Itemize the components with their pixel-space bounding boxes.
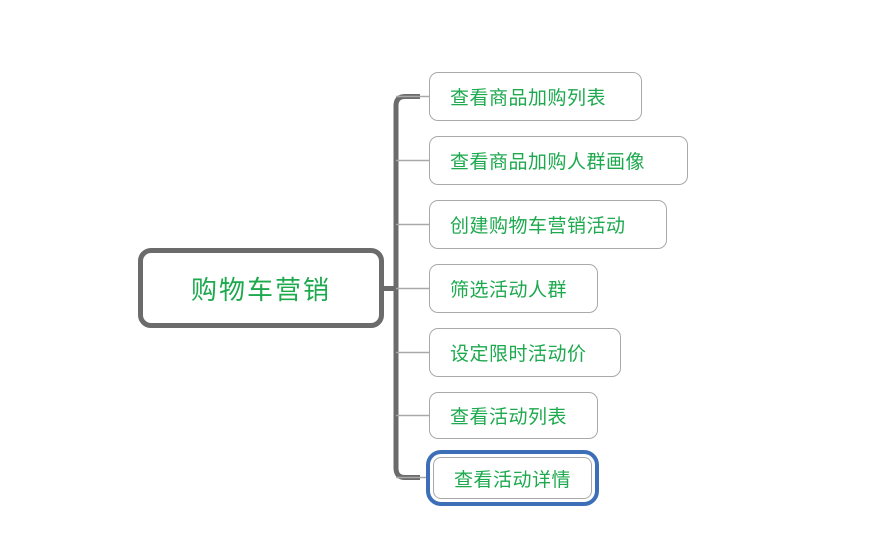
main-trunk: [393, 94, 420, 480]
child-node-label: 查看商品加购人群画像: [450, 151, 646, 173]
child-node-label: 查看商品加购列表: [450, 87, 607, 109]
child-node-label: 筛选活动人群: [450, 279, 568, 301]
child-node-label: 创建购物车营销活动: [450, 215, 626, 237]
child-node-filter-campaign-audience[interactable]: 筛选活动人群: [429, 264, 598, 313]
root-node[interactable]: 购物车营销: [138, 248, 384, 328]
child-node-view-campaign-list[interactable]: 查看活动列表: [429, 392, 598, 439]
child-node-label: 设定限时活动价: [450, 343, 587, 365]
root-node-label: 购物车营销: [190, 275, 331, 306]
child-node-set-limited-time-price[interactable]: 设定限时活动价: [429, 328, 621, 377]
child-node-label: 查看活动详情: [454, 468, 572, 491]
child-node-label: 查看活动列表: [450, 406, 568, 428]
child-node-view-cart-product-list[interactable]: 查看商品加购列表: [429, 72, 642, 121]
child-node-view-campaign-detail[interactable]: 查看活动详情: [426, 450, 599, 506]
child-node-create-cart-campaign[interactable]: 创建购物车营销活动: [429, 200, 667, 249]
child-node-view-cart-audience-profile[interactable]: 查看商品加购人群画像: [429, 136, 688, 185]
